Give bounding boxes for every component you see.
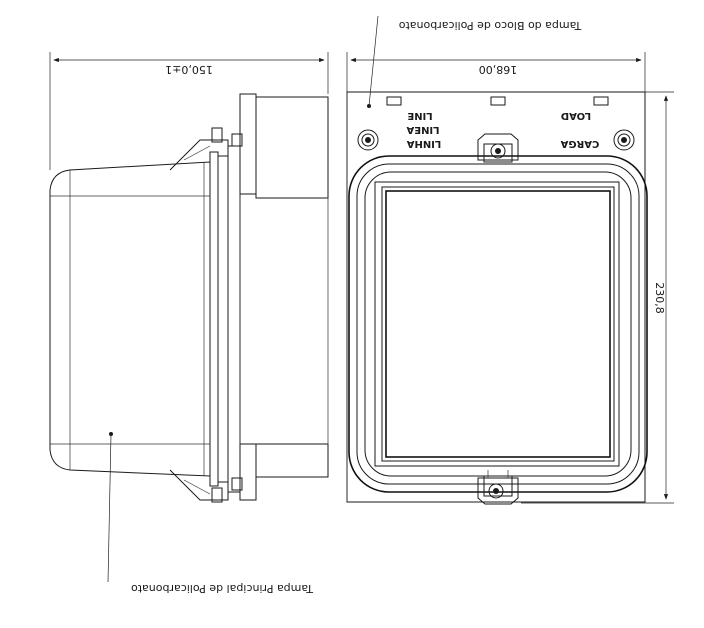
top-seal-latch-icon	[477, 133, 519, 163]
side-view	[49, 93, 329, 503]
line-label-en: LINE	[407, 110, 432, 121]
load-label-pt: CARGA	[560, 138, 599, 149]
top-cover-callout: Tampa do Bloco de Policarbonato	[367, 15, 582, 108]
width-dimension: 168,00	[346, 52, 646, 92]
height-dimension: 230,8	[521, 91, 674, 504]
line-label-pt: LINHA	[406, 138, 441, 149]
main-cover-callout: Tampa Principal de Policarbonato	[107, 432, 314, 595]
width-dimension-label: 168,00	[479, 63, 518, 76]
height-dimension-label: 230,8	[653, 282, 666, 314]
front-view: LINE LINEA LINHA LOAD CARGA	[346, 91, 648, 505]
load-label-en: LOAD	[561, 110, 591, 121]
depth-dimension-label: 150,0±1	[165, 63, 213, 76]
line-label-es: LINEA	[406, 124, 439, 135]
line-terminal-screw-icon	[357, 129, 379, 151]
top-cover-label: Tampa do Bloco de Policarbonato	[398, 19, 582, 32]
load-terminal-screw-icon	[613, 129, 635, 151]
depth-dimension: 150,0±1	[49, 52, 329, 170]
main-cover-label: Tampa Principal de Policarbonato	[131, 582, 314, 595]
bottom-seal-latch-icon	[477, 470, 519, 505]
